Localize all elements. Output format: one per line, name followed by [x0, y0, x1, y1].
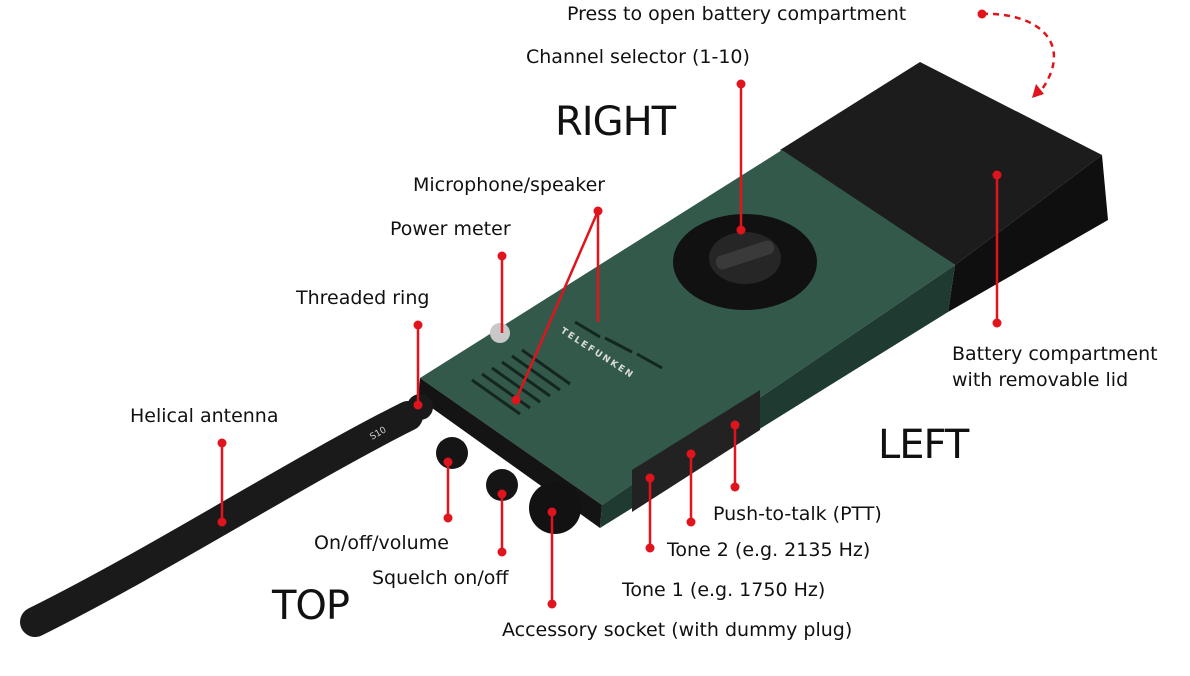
- label-push-to-talk: Push-to-talk (PTT): [713, 503, 882, 525]
- label-accessory-socket: Accessory socket (with dummy plug): [502, 619, 853, 641]
- orientation-top: TOP: [272, 583, 350, 629]
- label-on-off-volume: On/off/volume: [314, 532, 449, 554]
- leader-lines: [217, 9, 1056, 609]
- orientation-right: RIGHT: [555, 99, 676, 145]
- label-battery-open: Press to open battery compartment: [567, 3, 907, 25]
- side-button-strip: [632, 390, 760, 512]
- label-tone-1: Tone 1 (e.g. 1750 Hz): [622, 579, 826, 601]
- battery-compartment-side: [948, 155, 1108, 312]
- label-squelch: Squelch on/off: [372, 567, 509, 589]
- orientation-left: LEFT: [878, 422, 969, 468]
- helical-antenna: [20, 401, 423, 637]
- speaker-grille: [471, 348, 571, 416]
- label-battery-lid-line1: Battery compartment: [952, 343, 1158, 365]
- battery-compartment: [780, 62, 1102, 265]
- battery-open-arrow: [981, 12, 1056, 93]
- label-tone-2: Tone 2 (e.g. 2135 Hz): [667, 539, 871, 561]
- power-meter-lens: [490, 323, 510, 343]
- microphone-slots: [574, 320, 663, 370]
- label-threaded-ring: Threaded ring: [296, 287, 430, 309]
- squelch-knob: [486, 469, 518, 501]
- volume-knob: [436, 437, 468, 469]
- accessory-socket-plug: [529, 482, 581, 534]
- battery-open-arrowhead: [1032, 84, 1044, 98]
- label-battery-lid-line2: with removable lid: [952, 369, 1129, 391]
- label-microphone-speaker: Microphone/speaker: [413, 174, 606, 196]
- radio-body-top: [420, 150, 955, 505]
- label-power-meter: Power meter: [390, 218, 511, 240]
- label-helical-antenna: Helical antenna: [130, 405, 279, 427]
- label-channel-selector: Channel selector (1-10): [526, 46, 750, 68]
